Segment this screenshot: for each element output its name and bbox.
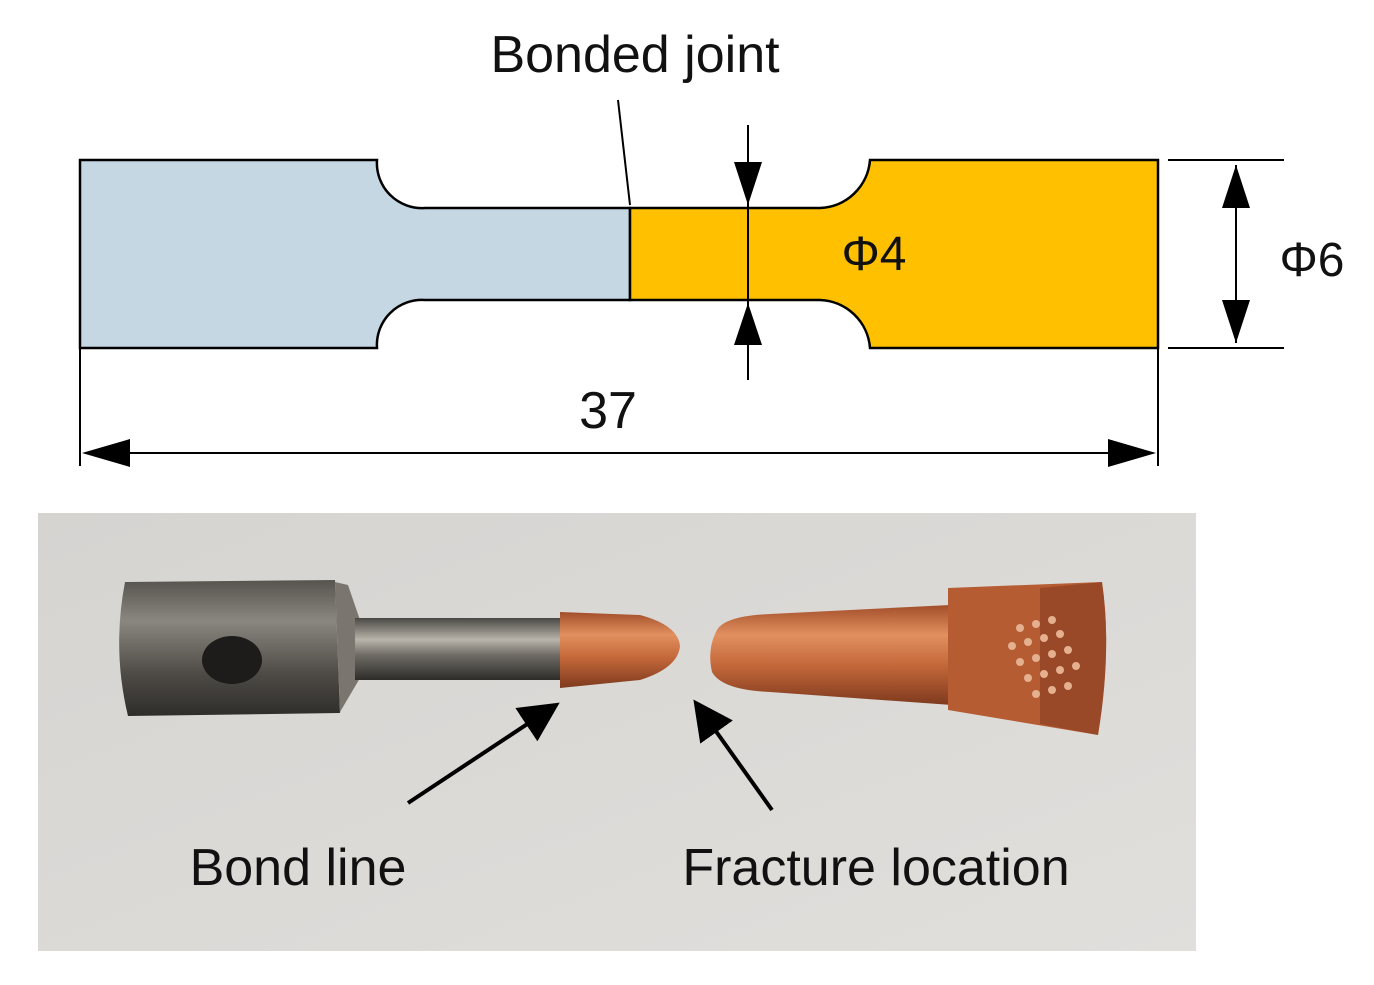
bonded-joint-label: Bonded joint <box>490 26 780 84</box>
copper-head-shade <box>1040 582 1107 735</box>
length-label: 37 <box>579 382 637 440</box>
length-arrow-right <box>1108 439 1156 467</box>
phi6-arrow-bottom <box>1222 300 1250 343</box>
copper-taper <box>710 605 952 705</box>
copper-head-dots <box>1008 616 1080 698</box>
steel-taper <box>335 582 360 712</box>
phi6-arrow-top <box>1222 165 1250 208</box>
bonded-joint-leader <box>617 99 631 206</box>
specimen-photo: Bond line Fracture location <box>38 513 1196 951</box>
bond-line-arrow <box>406 702 560 805</box>
fracture-location-label: Fracture location <box>682 839 1069 897</box>
length-arrow-left <box>82 439 130 467</box>
phi4-label: Φ4 <box>842 228 907 281</box>
bond-line-label: Bond line <box>190 839 407 897</box>
left-specimen-part <box>78 158 632 350</box>
steel-piece <box>119 580 565 716</box>
steel-head-mark <box>202 636 262 684</box>
phi4-arrow-bottom <box>734 303 762 345</box>
phi6-label: Φ6 <box>1280 234 1345 287</box>
copper-tip <box>560 612 680 688</box>
copper-piece <box>710 582 1107 735</box>
fracture-location-arrow <box>693 699 774 812</box>
phi4-arrow-top <box>734 162 762 205</box>
technical-drawing: Bonded joint Φ4 Φ6 37 <box>78 26 1345 467</box>
steel-shaft <box>355 618 565 680</box>
